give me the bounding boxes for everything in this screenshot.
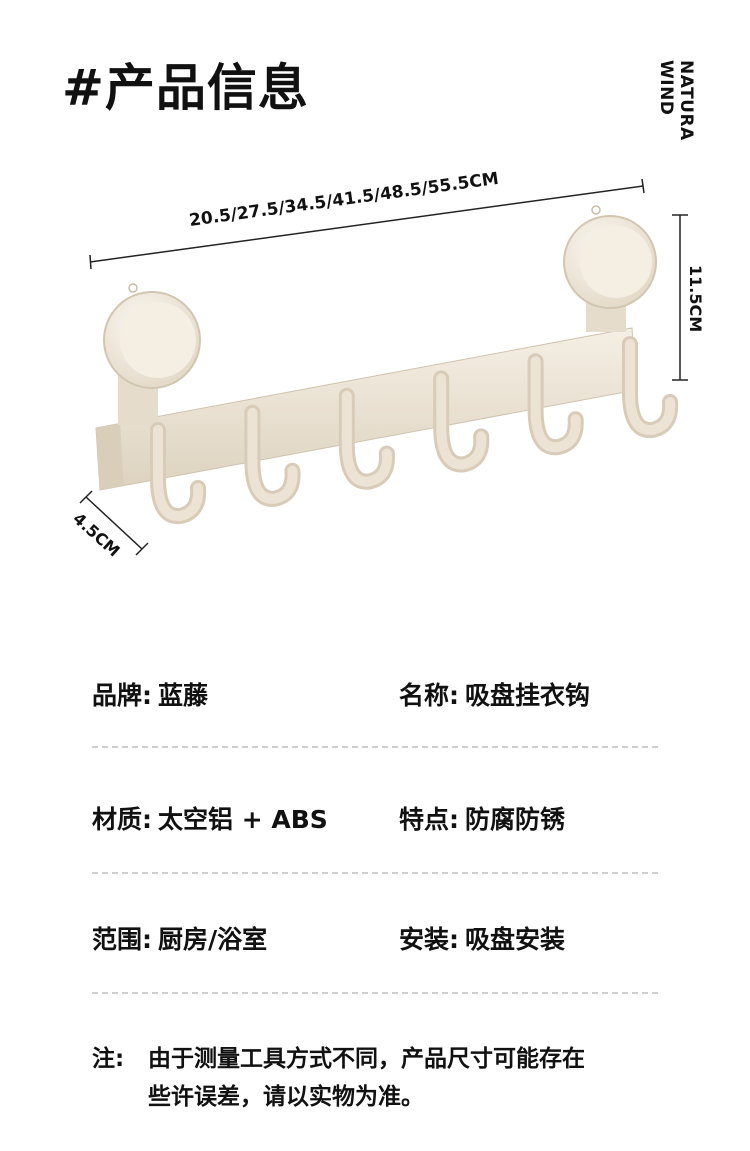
spec-install-value: 吸盘安装 [465, 925, 566, 954]
divider [92, 992, 658, 994]
spec-feature-value: 防腐防锈 [465, 805, 566, 834]
spec-feature-label: 特点: [399, 805, 459, 834]
hook-highlight [625, 339, 676, 436]
brand-line-2: WIND [656, 60, 676, 116]
hook-highlight [436, 373, 487, 470]
spec-row-2: 材质:太空铝 + ABS 特点:防腐防锈 [92, 800, 662, 840]
note-line-2: 些许误差，请以实物为准。 [148, 1084, 424, 1110]
spec-install: 安装:吸盘安装 [399, 920, 565, 956]
spec-row-1: 品牌:蓝藤 名称:吸盘挂衣钩 [92, 676, 662, 716]
hooks-group [150, 336, 679, 525]
spec-name-label: 名称: [399, 681, 459, 710]
length-dimension: 20.5/27.5/34.5/41.5/48.5/55.5CM [89, 169, 645, 270]
note-label: 注: [92, 1046, 125, 1072]
hook-highlight [247, 407, 298, 504]
measurement-note: 注: 由于测量工具方式不同，产品尺寸可能存在 些许误差，请以实物为准。 [92, 1040, 692, 1116]
suction-cup-left [103, 283, 201, 425]
depth-label: 4.5CM [69, 509, 123, 561]
spec-feature: 特点:防腐防锈 [399, 800, 565, 836]
height-dimension: 11.5CM [672, 214, 705, 381]
brand-line-1: NATURA [676, 60, 696, 141]
note-line-1: 由于测量工具方式不同，产品尺寸可能存在 [148, 1046, 585, 1072]
divider [92, 746, 658, 748]
height-label: 11.5CM [686, 265, 705, 332]
spec-row-3: 范围:厨房/浴室 安装:吸盘安装 [92, 920, 662, 960]
length-label: 20.5/27.5/34.5/41.5/48.5/55.5CM [188, 169, 500, 231]
spec-scope-label: 范围: [92, 925, 152, 954]
spec-brand: 品牌:蓝藤 [92, 676, 208, 712]
hook-highlight [341, 390, 392, 487]
hook-rack-illustration [95, 205, 679, 525]
page-title: #产品信息 [62, 59, 309, 117]
product-dimension-figure: 20.5/27.5/34.5/41.5/48.5/55.5CM 11.5CM 4… [69, 169, 705, 561]
spec-material-value: 太空铝 + ABS [158, 805, 328, 834]
suction-cup-right [563, 205, 657, 332]
spec-brand-value: 蓝藤 [158, 681, 209, 710]
spec-scope-value: 厨房/浴室 [158, 925, 268, 954]
spec-name-value: 吸盘挂衣钩 [465, 681, 591, 710]
brand-wordmark: NATURA WIND [652, 60, 696, 160]
divider [92, 872, 658, 874]
hook-highlight [153, 425, 204, 522]
spec-material: 材质:太空铝 + ABS [92, 800, 328, 836]
spec-install-label: 安装: [399, 925, 459, 954]
spec-brand-label: 品牌: [92, 681, 152, 710]
spec-scope: 范围:厨房/浴室 [92, 920, 267, 956]
depth-dimension: 4.5CM [69, 490, 149, 561]
hook-highlight [530, 356, 581, 453]
spec-material-label: 材质: [92, 805, 152, 834]
spec-name: 名称:吸盘挂衣钩 [399, 676, 590, 712]
